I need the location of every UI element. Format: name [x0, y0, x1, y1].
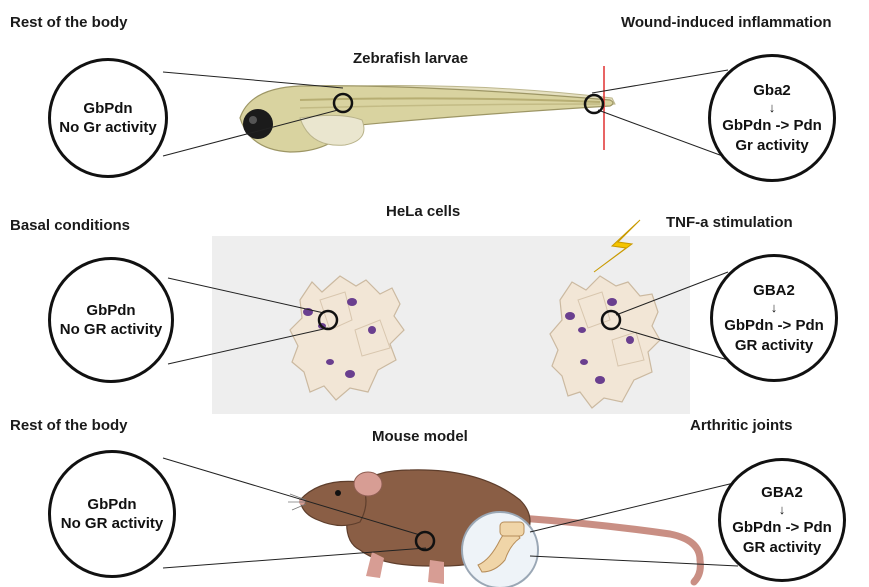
label-zebrafish: Zebrafish larvae — [353, 50, 468, 67]
zebrafish-right-activity: Gr activity — [735, 136, 808, 156]
zebrafish-left-line1: GbPdn — [83, 99, 132, 119]
label-basal-conditions: Basal conditions — [10, 217, 130, 234]
zebrafish-right-reaction: GbPdn -> Pdn — [722, 116, 822, 136]
hela-right-info-circle: GBA2 ↓ GbPdn -> Pdn GR activity — [710, 254, 838, 382]
zebrafish-right-enzyme: Gba2 — [753, 81, 791, 101]
label-tnf: TNF-a stimulation — [666, 214, 793, 231]
mouse-left-line1: GbPdn — [87, 495, 136, 515]
down-arrow-icon: ↓ — [769, 101, 776, 114]
down-arrow-icon: ↓ — [771, 301, 778, 314]
label-mouse: Mouse model — [372, 428, 468, 445]
mouse-ear — [354, 472, 382, 496]
label-wound-induced: Wound-induced inflammation — [621, 14, 832, 31]
mouse-left-line2: No GR activity — [61, 514, 164, 534]
hela-right-activity: GR activity — [735, 336, 813, 356]
label-rest-of-body-top: Rest of the body — [10, 14, 128, 31]
hela-right-reaction: GbPdn -> Pdn — [724, 316, 824, 336]
zebrafish-larva — [240, 86, 615, 152]
label-arthritic: Arthritic joints — [690, 417, 793, 434]
label-hela: HeLa cells — [386, 203, 460, 220]
hela-left-line2: No GR activity — [60, 320, 163, 340]
hela-left-line1: GbPdn — [86, 301, 135, 321]
label-rest-of-body-bottom: Rest of the body — [10, 417, 128, 434]
hela-left-info-circle: GbPdn No GR activity — [48, 257, 174, 383]
joint-inset — [462, 512, 538, 587]
zebrafish-left-info-circle: GbPdn No Gr activity — [48, 58, 168, 178]
mouse-eye — [335, 490, 341, 496]
zebrafish-left-line2: No Gr activity — [59, 118, 157, 138]
hela-right-enzyme: GBA2 — [753, 281, 795, 301]
mouse-left-info-circle: GbPdn No GR activity — [48, 450, 176, 578]
zebrafish-right-info-circle: Gba2 ↓ GbPdn -> Pdn Gr activity — [708, 54, 836, 182]
mouse-right-reaction: GbPdn -> Pdn — [732, 518, 832, 538]
mouse-right-enzyme: GBA2 — [761, 483, 803, 503]
zebrafish-eye — [243, 109, 273, 139]
mouse-right-activity: GR activity — [743, 538, 821, 558]
mouse-right-info-circle: GBA2 ↓ GbPdn -> Pdn GR activity — [718, 458, 846, 582]
down-arrow-icon: ↓ — [779, 503, 786, 516]
